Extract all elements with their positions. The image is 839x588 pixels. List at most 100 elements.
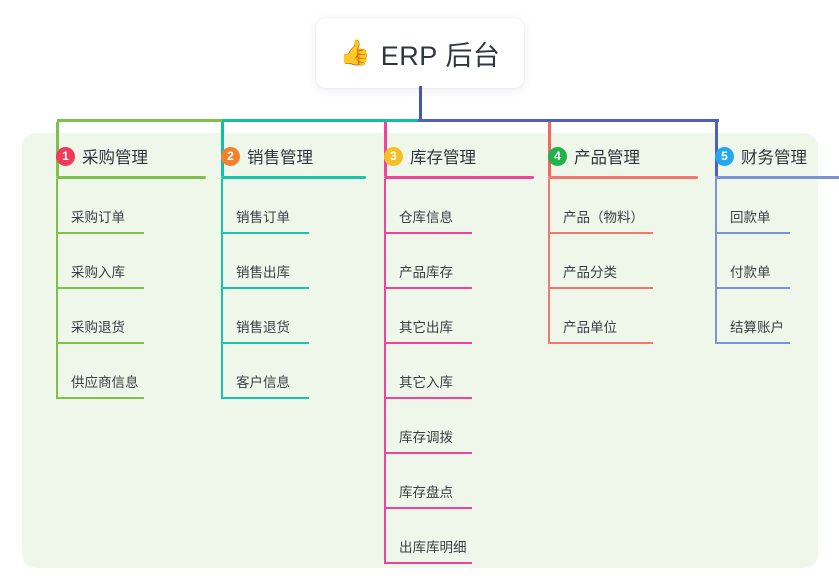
thumbs-up-icon: 👍 <box>339 38 371 67</box>
leaf-item[interactable]: 付款单 <box>697 234 807 289</box>
branch-column-5: 5 财务管理回款单付款单结算账户 <box>697 143 839 344</box>
branch-drop-line-5 <box>715 122 718 176</box>
leaf-item[interactable]: 销售订单 <box>203 179 313 234</box>
leaf-item[interactable]: 采购订单 <box>38 179 148 234</box>
branch-title-4: 产品管理 <box>574 149 640 167</box>
leaf-item[interactable]: 仓库信息 <box>366 179 476 234</box>
leaf-item-label: 结算账户 <box>730 320 784 335</box>
leaf-item[interactable]: 库存调拨 <box>366 399 476 454</box>
branch-spine-2 <box>221 179 223 399</box>
branch-title-2: 销售管理 <box>247 149 313 167</box>
leaf-item-label: 其它出库 <box>399 320 453 335</box>
branch-column-3: 3 库存管理仓库信息产品库存其它出库其它入库库存调拨库存盘点出库库明细 <box>366 143 534 564</box>
leaf-item[interactable]: 产品库存 <box>366 234 476 289</box>
leaf-item[interactable]: 回款单 <box>697 179 807 234</box>
branch-items-4: 产品（物料） 产品分类产品单位 <box>530 179 653 344</box>
leaf-item-label: 供应商信息 <box>71 375 139 390</box>
leaf-item-rule <box>384 397 472 399</box>
branch-header-rule-1 <box>56 176 206 179</box>
branch-spine-3 <box>384 179 386 564</box>
leaf-item[interactable]: 其它出库 <box>366 289 476 344</box>
leaf-item[interactable]: 客户信息 <box>203 344 313 399</box>
leaf-item-rule <box>221 287 309 289</box>
leaf-item[interactable]: 销售退货 <box>203 289 313 344</box>
branch-column-1: 1 采购管理采购订单采购入库采购退货供应商信息 <box>38 143 206 399</box>
root-node[interactable]: 👍 ERP 后台 <box>316 18 524 88</box>
leaf-item-rule <box>384 452 472 454</box>
branch-header-rule-4 <box>548 176 698 179</box>
leaf-item[interactable]: 结算账户 <box>697 289 807 344</box>
leaf-item-label: 采购退货 <box>71 320 125 335</box>
leaf-item-rule <box>56 342 144 344</box>
branch-header-rule-3 <box>384 176 534 179</box>
branch-drop-line-4 <box>548 122 551 176</box>
branch-badge-3: 3 <box>384 146 403 166</box>
root-stem-line <box>418 86 422 122</box>
branch-header-5[interactable]: 5 财务管理 <box>697 143 807 169</box>
leaf-item-label: 付款单 <box>730 265 771 280</box>
branch-header-rule-5 <box>715 176 839 179</box>
branch-drop-line-2 <box>221 122 224 176</box>
leaf-item-label: 产品库存 <box>399 265 453 280</box>
leaf-item-label: 其它入库 <box>399 375 453 390</box>
leaf-item-label: 产品分类 <box>563 265 617 280</box>
leaf-item[interactable]: 产品分类 <box>530 234 653 289</box>
leaf-item[interactable]: 产品单位 <box>530 289 653 344</box>
leaf-item[interactable]: 供应商信息 <box>38 344 148 399</box>
leaf-item-rule <box>548 342 653 344</box>
branch-spine-4 <box>548 179 550 344</box>
branch-header-3[interactable]: 3 库存管理 <box>366 143 476 169</box>
leaf-item-label: 库存盘点 <box>399 485 453 500</box>
leaf-item-rule <box>221 342 309 344</box>
root-node-label: ERP 后台 <box>380 40 501 71</box>
leaf-item-rule <box>384 507 472 509</box>
branch-title-3: 库存管理 <box>410 149 476 167</box>
branch-spine-1 <box>56 179 58 399</box>
leaf-item-rule <box>221 232 309 234</box>
branch-items-5: 回款单付款单结算账户 <box>697 179 807 344</box>
leaf-item[interactable]: 销售出库 <box>203 234 313 289</box>
leaf-item-rule <box>715 232 790 234</box>
leaf-item-rule <box>548 232 653 234</box>
branch-items-3: 仓库信息产品库存其它出库其它入库库存调拨库存盘点出库库明细 <box>366 179 476 564</box>
trunk-segment-right <box>418 119 719 122</box>
branch-items-2: 销售订单销售出库销售退货客户信息 <box>203 179 313 399</box>
leaf-item-rule <box>56 232 144 234</box>
branch-badge-5: 5 <box>715 146 734 166</box>
leaf-item-label: 采购订单 <box>71 210 125 225</box>
leaf-item-rule <box>56 397 144 399</box>
branch-items-1: 采购订单采购入库采购退货供应商信息 <box>38 179 148 399</box>
branch-header-rule-2 <box>221 176 366 179</box>
leaf-item-label: 采购入库 <box>71 265 125 280</box>
leaf-item-label: 出库库明细 <box>399 540 467 555</box>
leaf-item-label: 产品（物料） <box>563 210 644 225</box>
leaf-item-rule <box>384 232 472 234</box>
branch-drop-line-3 <box>384 122 387 176</box>
leaf-item[interactable]: 其它入库 <box>366 344 476 399</box>
leaf-item-label: 客户信息 <box>236 375 290 390</box>
branch-drop-line-1 <box>56 122 59 176</box>
leaf-item[interactable]: 采购退货 <box>38 289 148 344</box>
leaf-item-label: 产品单位 <box>563 320 617 335</box>
leaf-item[interactable]: 产品（物料） <box>530 179 653 234</box>
leaf-item-label: 销售退货 <box>236 320 290 335</box>
leaf-item-rule <box>715 342 790 344</box>
leaf-item-rule <box>384 562 472 564</box>
branch-column-4: 4 产品管理产品（物料） 产品分类产品单位 <box>530 143 698 344</box>
branch-badge-1: 1 <box>56 146 75 166</box>
branch-header-4[interactable]: 4 产品管理 <box>530 143 640 169</box>
leaf-item-rule <box>384 287 472 289</box>
leaf-item[interactable]: 出库库明细 <box>366 509 476 564</box>
branch-title-1: 采购管理 <box>82 149 148 167</box>
leaf-item-rule <box>548 287 653 289</box>
branch-badge-4: 4 <box>548 146 567 166</box>
leaf-item-label: 回款单 <box>730 210 771 225</box>
branch-header-1[interactable]: 1 采购管理 <box>38 143 148 169</box>
leaf-item-label: 库存调拨 <box>399 430 453 445</box>
leaf-item[interactable]: 采购入库 <box>38 234 148 289</box>
branch-title-5: 财务管理 <box>741 149 807 167</box>
leaf-item[interactable]: 库存盘点 <box>366 454 476 509</box>
leaf-item-rule <box>221 397 309 399</box>
